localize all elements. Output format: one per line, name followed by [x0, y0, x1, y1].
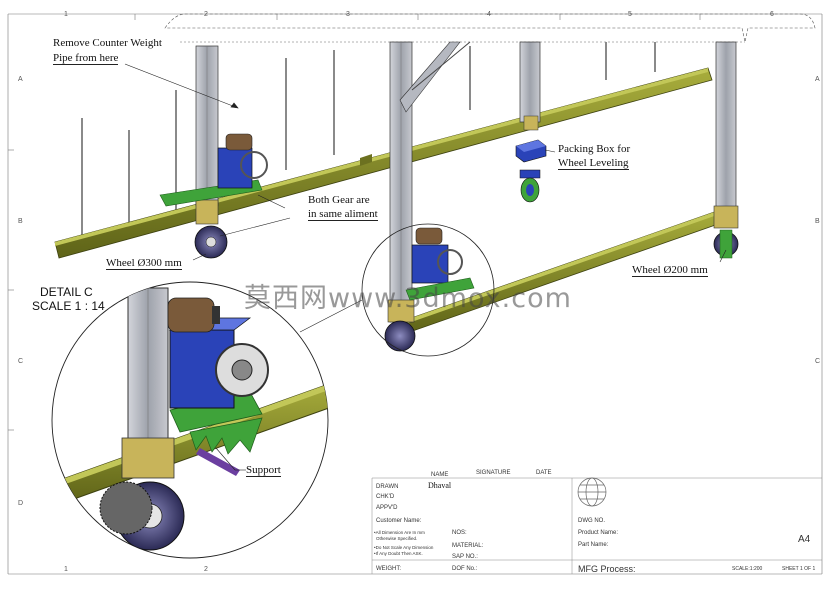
zone-right-c: C: [815, 358, 821, 365]
zone-top-5: 5: [628, 11, 632, 18]
zone-left-a: A: [18, 76, 23, 83]
tb-part-label: Part Name:: [578, 542, 609, 548]
tb-note-3: •If Any Doubt Then ASK.: [374, 551, 423, 556]
detail-c-title: DETAIL C: [40, 285, 93, 299]
gear-note-line2: in same aliment: [308, 208, 378, 221]
tb-sheet: SHEET 1 OF 1: [782, 566, 816, 572]
tb-note-1b: Otherwise Specified.: [376, 536, 418, 541]
zone-left-d: D: [18, 500, 24, 507]
tb-dof-label: DOF No.:: [452, 566, 478, 572]
zone-left-c: C: [18, 358, 24, 365]
tb-note-1: •All Dimension Are In mm: [374, 530, 425, 535]
tb-chkd-label: CHK'D: [376, 494, 395, 500]
tb-drawn-label: DRAWN: [376, 484, 399, 490]
remove-weight-note-line1: Remove Counter Weight: [53, 37, 162, 49]
support-label: Support: [246, 464, 281, 477]
detail-c-scale: SCALE 1 : 14: [32, 299, 105, 313]
zone-top-1: 1: [64, 11, 68, 18]
left-column: [159, 45, 268, 259]
packing-box-model: [515, 139, 547, 203]
tb-scale: SCALE:1:200: [732, 566, 763, 572]
tb-mfg-label: MFG Process:: [578, 564, 636, 574]
tb-material-label: MATERIAL:: [452, 543, 484, 549]
zone-right-a: A: [815, 76, 820, 83]
zone-top-2: 2: [204, 11, 208, 18]
tb-dwg-label: DWG NO.: [578, 518, 605, 524]
wheel-200-label: Wheel Ø200 mm: [632, 264, 708, 277]
tb-customer-label: Customer Name:: [376, 518, 422, 524]
zone-bottom-2: 2: [204, 566, 208, 573]
gear-note-line1: Both Gear are: [308, 194, 370, 206]
tb-col-name: NAME: [431, 472, 449, 478]
right-columns: [519, 41, 739, 259]
zone-left-b: B: [18, 218, 23, 225]
zone-right-b: B: [815, 218, 820, 225]
detail-leader: [299, 299, 363, 333]
detail-c-marker: [361, 223, 495, 357]
title-block-frame: [371, 477, 822, 574]
globe-logo-icon: [577, 477, 607, 507]
tb-col-signature: SIGNATURE: [476, 470, 511, 476]
tb-nos-label: NOS:: [452, 530, 467, 536]
middle-column: [384, 41, 475, 352]
tb-col-date: DATE: [536, 470, 552, 476]
watermark: 莫西网www.3dmox.com: [244, 283, 572, 314]
tb-size: A4: [798, 534, 811, 545]
zone-top-6: 6: [770, 11, 774, 18]
vertical-rods: [81, 42, 656, 248]
break-line: [164, 13, 816, 43]
packing-box-note-line2: Wheel Leveling: [558, 157, 629, 170]
remove-weight-note-line2: Pipe from here: [53, 52, 119, 65]
tb-appvd-label: APPV'D: [376, 505, 398, 511]
leader-lines: [124, 63, 727, 263]
tb-sap-label: SAP NO.:: [452, 554, 478, 560]
tb-weight-label: WEIGHT:: [376, 566, 401, 572]
packing-box-note-line1: Packing Box for: [558, 143, 631, 155]
tb-product-label: Product Name:: [578, 530, 619, 536]
detail-c-view: [51, 281, 329, 559]
zone-top-4: 4: [487, 11, 491, 18]
zone-top-3: 3: [346, 11, 350, 18]
tb-drawn-name: Dhaval: [428, 481, 452, 490]
wheel-300-label: Wheel Ø300 mm: [106, 257, 182, 270]
zone-bottom-1: 1: [64, 566, 68, 573]
tb-note-2: •Do Not Scale Any Dimension: [374, 545, 434, 550]
